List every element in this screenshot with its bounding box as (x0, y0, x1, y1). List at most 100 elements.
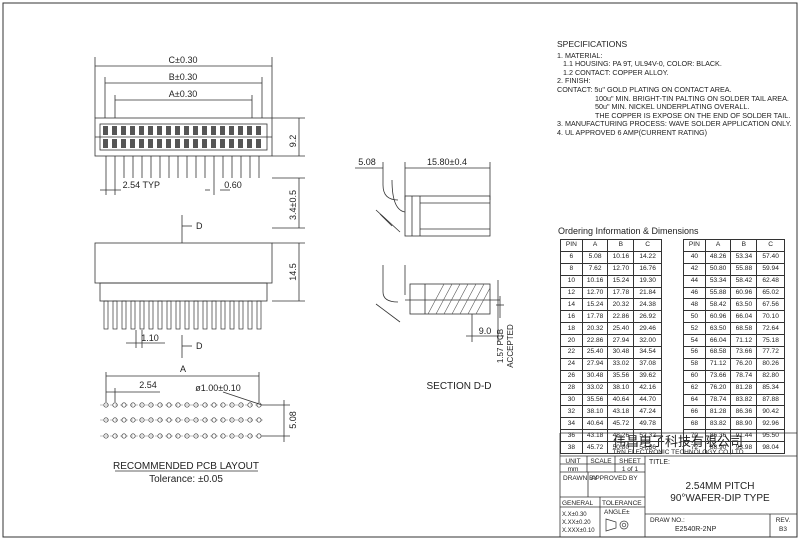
table-cell: 22.86 (581, 334, 609, 348)
table-cell: 58 (683, 357, 706, 371)
column-header: C (756, 239, 785, 252)
spec-line: CONTACT: 5u" GOLD PLATING ON CONTACT ARE… (557, 84, 732, 94)
table-cell: 55.88 (704, 286, 732, 300)
column-header: B (730, 239, 758, 252)
table-cell: 81.28 (730, 381, 758, 395)
draw-no-label: DRAW NO.: (650, 517, 685, 524)
dim-pin-width: 0.60 (224, 180, 242, 190)
title-label: TITLE: (649, 459, 670, 466)
angle-label: ANGLE± (604, 509, 630, 516)
spec-line: 2. FINISH: (557, 76, 591, 86)
table-cell: 10 (560, 274, 583, 288)
table-cell: 39.62 (633, 369, 662, 383)
front-pins (103, 300, 262, 330)
table-cell: 68.58 (704, 346, 732, 359)
accepted-label: ACCEPTED (506, 324, 515, 368)
table-cell: 33.02 (607, 357, 635, 371)
dim-pitch-typ: 2.54 TYP (123, 180, 160, 190)
table-cell: 88.90 (704, 441, 732, 455)
table-cell: 47.24 (633, 405, 662, 419)
table-cell: 68 (683, 417, 706, 431)
table-cell: 73.66 (704, 369, 732, 383)
specifications-title: SPECIFICATIONS (557, 39, 628, 49)
sheet-value: 1 of 1 (622, 466, 639, 473)
table-cell: 54.86 (633, 441, 662, 455)
title-block-lines (559, 432, 797, 537)
table-cell: 7.62 (581, 262, 609, 276)
unit-value: mm (568, 466, 579, 473)
table-cell: 60 (683, 369, 706, 383)
pcb-dim-5-08: 5.08 (288, 411, 298, 429)
table-cell: 80.26 (756, 357, 785, 371)
tolerance-1: X.X±0.30 (562, 512, 587, 518)
table-cell: 52.32 (633, 429, 662, 443)
table-cell: 66 (683, 405, 706, 419)
table-cell: 83.82 (730, 393, 758, 407)
table-cell: 75.18 (756, 334, 785, 348)
table-cell: 72.64 (756, 322, 785, 336)
pcb-hole-dim: ø1.00±0.10 (195, 383, 240, 393)
column-header: PIN (683, 239, 706, 252)
table-cell: 48.26 (607, 429, 635, 443)
dim-height-9-2: 9.2 (288, 135, 298, 148)
table-cell: 77.72 (756, 346, 785, 359)
table-cell: 36 (560, 429, 583, 443)
title-line-2: 90°WAFER-DIP TYPE (670, 493, 770, 504)
table-cell: 48 (683, 298, 706, 312)
table-cell: 90.42 (756, 405, 785, 419)
table-cell: 55.88 (730, 262, 758, 276)
rev-label: REV. (776, 517, 791, 524)
table-cell: 32.00 (633, 334, 662, 348)
side-view (355, 162, 491, 237)
table-cell: 71.12 (730, 334, 758, 348)
table-cell: 45.72 (581, 441, 609, 455)
pcb-layout (105, 372, 290, 442)
column-header: A (704, 239, 732, 252)
table-cell: 22 (560, 346, 583, 359)
table-cell: 35.56 (581, 393, 609, 407)
pcb-layout-title: RECOMMENDED PCB LAYOUT (113, 461, 259, 472)
table-cell: 37.08 (633, 357, 662, 371)
dim-a: A±0.30 (169, 89, 197, 99)
table-cell: 76.20 (730, 357, 758, 371)
dim-5-08: 5.08 (358, 157, 376, 167)
table-cell: 57.40 (756, 250, 785, 264)
table-cell: 59.94 (756, 262, 785, 276)
table-cell: 17.78 (607, 286, 635, 300)
spec-line: 3. MANUFACTURING PROCESS: WAVE SOLDER AP… (557, 119, 792, 129)
table-cell: 12 (560, 286, 583, 300)
spec-line: 50u" MIN. NICKEL UNDERPLATING OVERALL. (595, 102, 750, 112)
dim-tail-length: 3.4±0.5 (288, 190, 298, 220)
table-cell: 88.90 (730, 417, 758, 431)
table-cell: 54 (683, 334, 706, 348)
table-cell: 30 (560, 393, 583, 407)
drawn-by-label: DRAWN BY (563, 475, 598, 482)
dim-15-80: 15.80±0.4 (427, 157, 467, 167)
table-cell: 63.50 (704, 322, 732, 336)
table-cell: 34.54 (633, 346, 662, 359)
table-cell: 78.74 (730, 369, 758, 383)
pcb-tolerance: Tolerance: ±0.05 (149, 474, 223, 485)
table-cell: 50 (683, 310, 706, 324)
table-cell: 21.84 (633, 286, 662, 300)
table-cell: 86.36 (730, 405, 758, 419)
table-cell: 63.50 (730, 298, 758, 312)
table-cell: 10.16 (607, 250, 635, 264)
table-cell: 58.42 (704, 298, 732, 312)
table-cell: 15.24 (581, 298, 609, 312)
front-view (94, 215, 305, 358)
table-cell: 38.10 (581, 405, 609, 419)
